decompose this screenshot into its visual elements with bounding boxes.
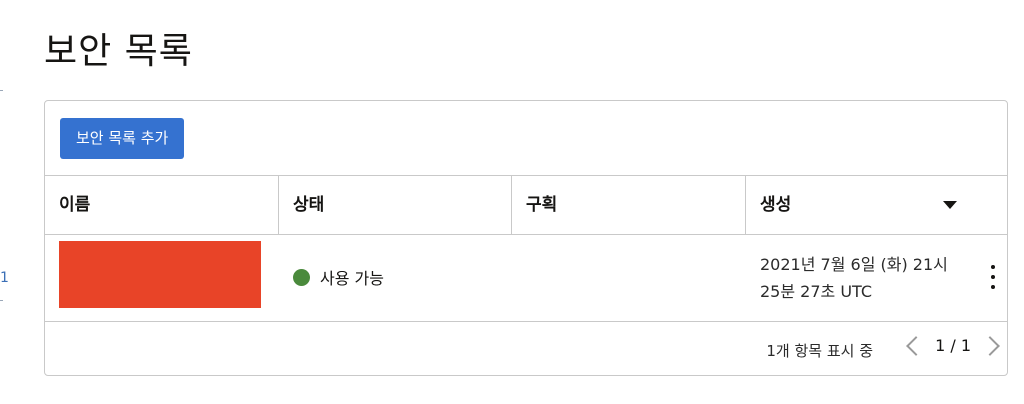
row-actions-kebab-icon[interactable] [987, 265, 999, 289]
table-row: 사용 가능 2021년 7월 6일 (화) 21시 25분 27초 UTC [45, 235, 1007, 322]
table-toolbar: 보안 목록 추가 [45, 101, 1007, 176]
status-label: 사용 가능 [320, 269, 384, 288]
page-title: 보안 목록 [44, 31, 193, 72]
next-page-icon[interactable] [980, 335, 1000, 356]
column-header-compartment[interactable]: 구획 [512, 176, 746, 234]
item-count-text: 1개 항목 표시 중 [766, 342, 873, 360]
column-header-created[interactable]: 생성 [746, 176, 1007, 234]
previous-page-icon[interactable] [906, 335, 926, 356]
add-security-list-button[interactable]: 보안 목록 추가 [60, 118, 185, 159]
page-indicator: 1 / 1 [935, 336, 971, 355]
pagination: 1 / 1 [906, 335, 1000, 356]
status-cell: 사용 가능 [293, 265, 384, 289]
security-lists-panel: 보안 목록 추가 이름 상태 구획 생성 사용 가능 2021년 7월 6일 (… [44, 100, 1008, 376]
table-header: 이름 상태 구획 생성 [45, 176, 1007, 235]
left-edge-divider [0, 90, 3, 91]
column-header-status[interactable]: 상태 [279, 176, 512, 234]
table-footer: 1개 항목 표시 중 1 / 1 [45, 322, 1007, 378]
left-edge-link-fragment[interactable]: 1 [0, 270, 9, 286]
status-available-icon [293, 268, 310, 286]
redacted-name-cell[interactable] [59, 241, 261, 308]
sort-descending-icon[interactable] [943, 201, 957, 209]
column-header-name[interactable]: 이름 [45, 176, 279, 234]
column-header-created-label: 생성 [760, 195, 792, 215]
created-date: 2021년 7월 6일 (화) 21시 25분 27초 UTC [760, 255, 948, 301]
left-edge-divider [0, 300, 3, 301]
